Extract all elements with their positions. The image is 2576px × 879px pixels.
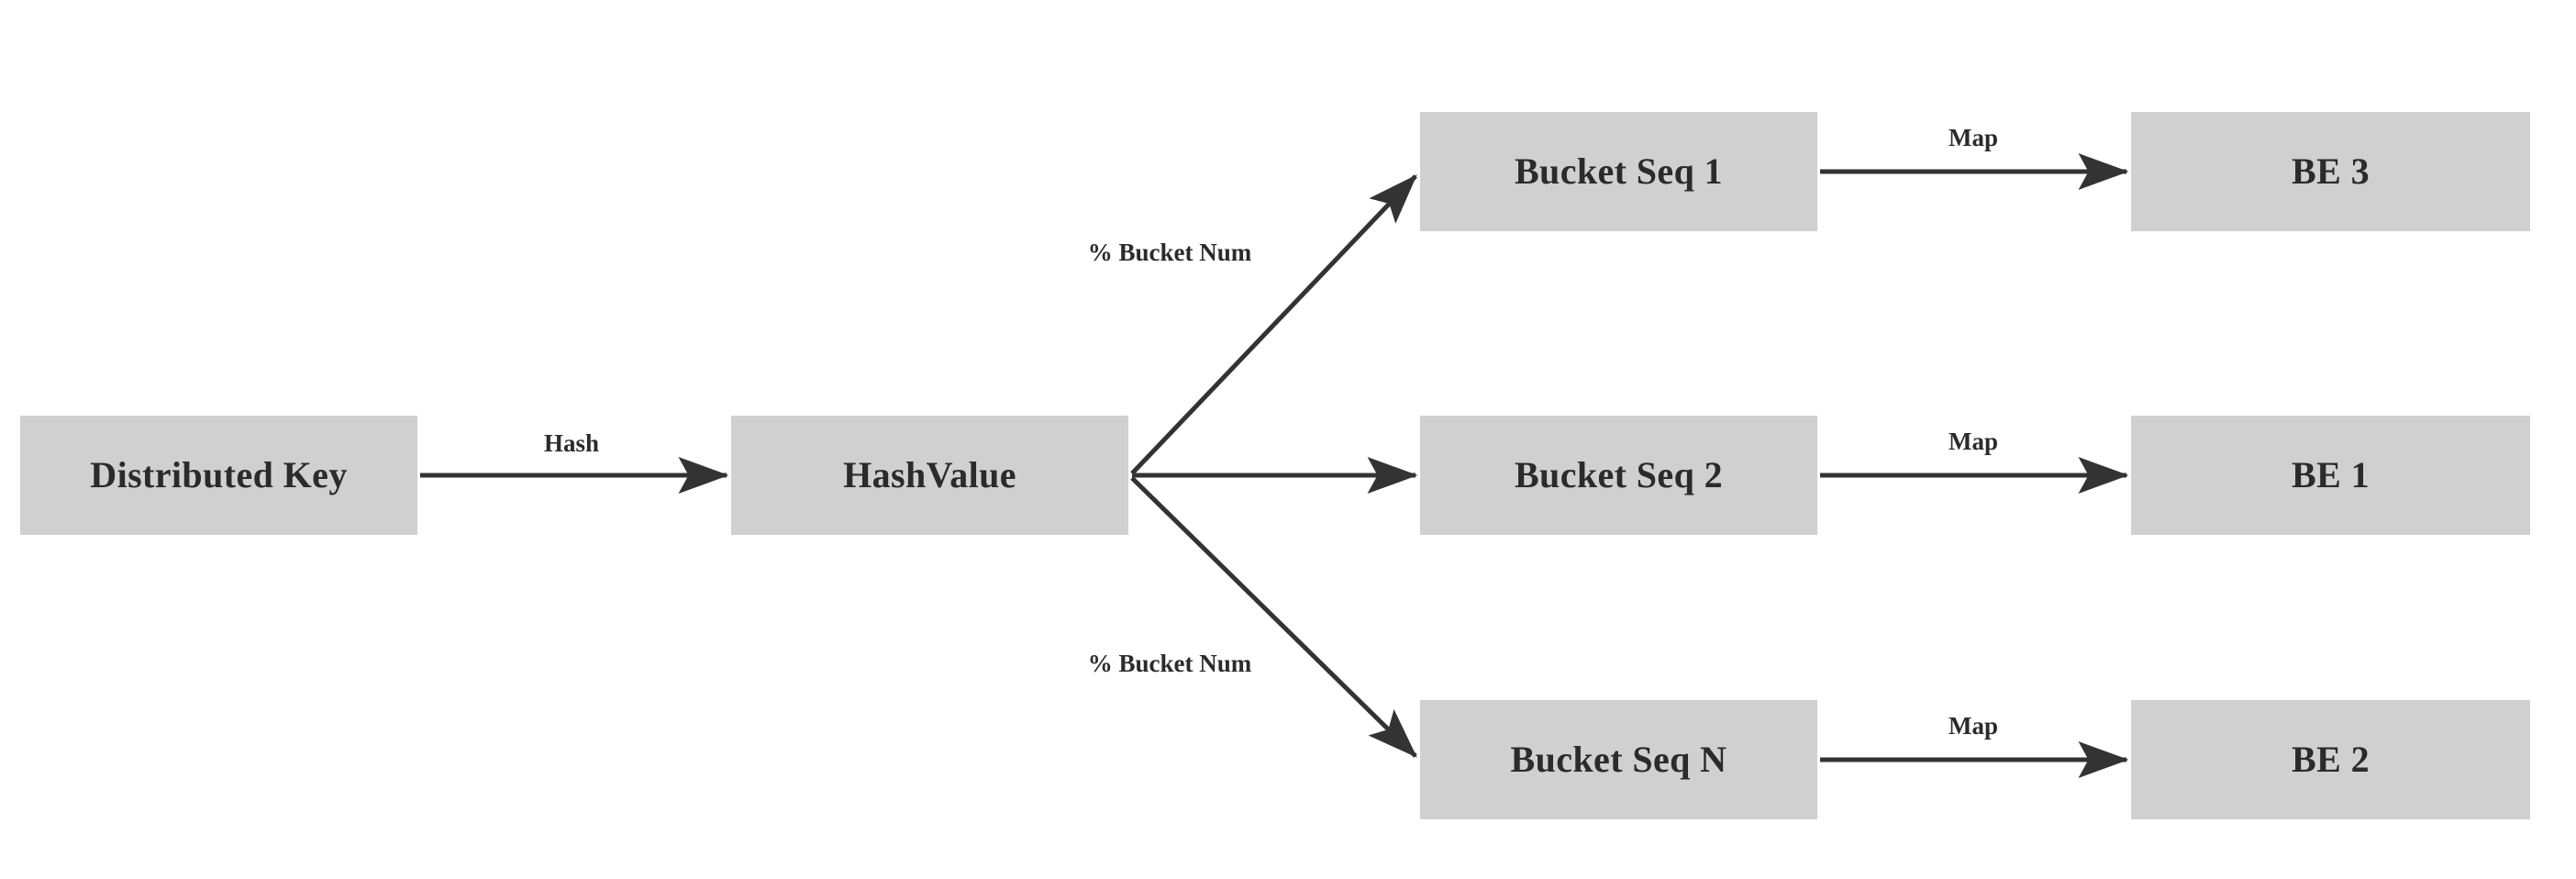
node-bucket-seq-n-label: Bucket Seq N [1510, 739, 1727, 780]
edge-mod-bucket-num-bot-line [1130, 476, 1417, 758]
node-distributed-key-label: Distributed Key [90, 454, 348, 495]
node-hash-value-label: HashValue [843, 454, 1016, 495]
node-be-3-label: BE 3 [2292, 150, 2370, 192]
node-bucket-seq-n[interactable]: Bucket Seq N [1420, 700, 1817, 819]
edge-label-map-mid: Map [1949, 428, 1998, 455]
node-be-1-label: BE 1 [2292, 454, 2370, 495]
node-hash-value[interactable]: HashValue [731, 416, 1128, 535]
edge-label-mod-bucket-num-bot: % Bucket Num [1087, 650, 1252, 677]
edge-label-mod-bucket-num-top: % Bucket Num [1087, 239, 1252, 266]
edge-label-map-top: Map [1949, 124, 1998, 151]
node-be-2-label: BE 2 [2292, 739, 2370, 780]
node-be-2[interactable]: BE 2 [2131, 700, 2530, 819]
edge-mod-bucket-num-top-line [1130, 174, 1417, 475]
node-bucket-seq-2[interactable]: Bucket Seq 2 [1420, 416, 1817, 535]
edge-label-map-bot: Map [1949, 712, 1998, 740]
node-be-1[interactable]: BE 1 [2131, 416, 2530, 535]
node-bucket-seq-1-label: Bucket Seq 1 [1514, 150, 1724, 192]
edge-label-hash: Hash [543, 429, 600, 457]
node-distributed-key[interactable]: Distributed Key [20, 416, 417, 535]
node-bucket-seq-2-label: Bucket Seq 2 [1514, 454, 1724, 495]
node-be-3[interactable]: BE 3 [2131, 112, 2530, 231]
node-bucket-seq-1[interactable]: Bucket Seq 1 [1420, 112, 1817, 231]
